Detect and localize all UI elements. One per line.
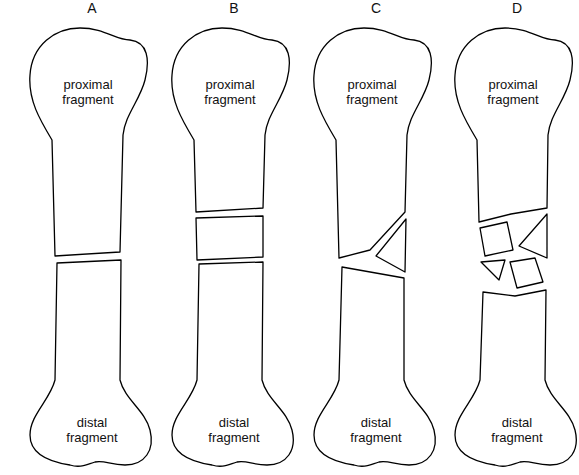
fragment-label: proximal fragment <box>473 77 553 107</box>
fragment-label: proximal fragment <box>48 77 128 107</box>
fragment-label: distal fragment <box>477 415 557 445</box>
comminuted-fragment <box>481 260 505 280</box>
segmental-fragment <box>196 216 263 260</box>
comminuted-fragment <box>480 222 513 256</box>
comminuted-fragment <box>510 258 543 288</box>
proximal-bone-fragment: proximal fragment <box>167 18 297 268</box>
fragment-label: proximal fragment <box>332 77 412 107</box>
panel-letter: D <box>502 0 532 16</box>
distal-bone-fragment: distal fragment <box>309 255 439 472</box>
fragment-label: distal fragment <box>194 415 274 445</box>
proximal-bone-fragment: proximal fragment <box>25 18 155 268</box>
panel-letter: C <box>361 0 391 16</box>
butterfly-fragment <box>376 219 406 272</box>
fragment-label: proximal fragment <box>190 77 270 107</box>
fragment-label: distal fragment <box>52 415 132 445</box>
panel-letter: B <box>219 0 249 16</box>
fragment-outline <box>450 18 579 268</box>
fragment-outline <box>25 18 155 268</box>
distal-bone-fragment: distal fragment <box>25 255 155 472</box>
fragment-outline <box>309 18 439 268</box>
comminuted-fragment <box>519 214 547 258</box>
distal-bone-fragment: distal fragment <box>450 255 579 472</box>
panel-letter: A <box>77 0 107 16</box>
fragment-label: distal fragment <box>336 415 416 445</box>
distal-bone-fragment: distal fragment <box>167 255 297 472</box>
proximal-bone-fragment: proximal fragment <box>450 18 579 268</box>
proximal-bone-fragment: proximal fragment <box>309 18 439 268</box>
fragment-outline <box>167 18 297 268</box>
